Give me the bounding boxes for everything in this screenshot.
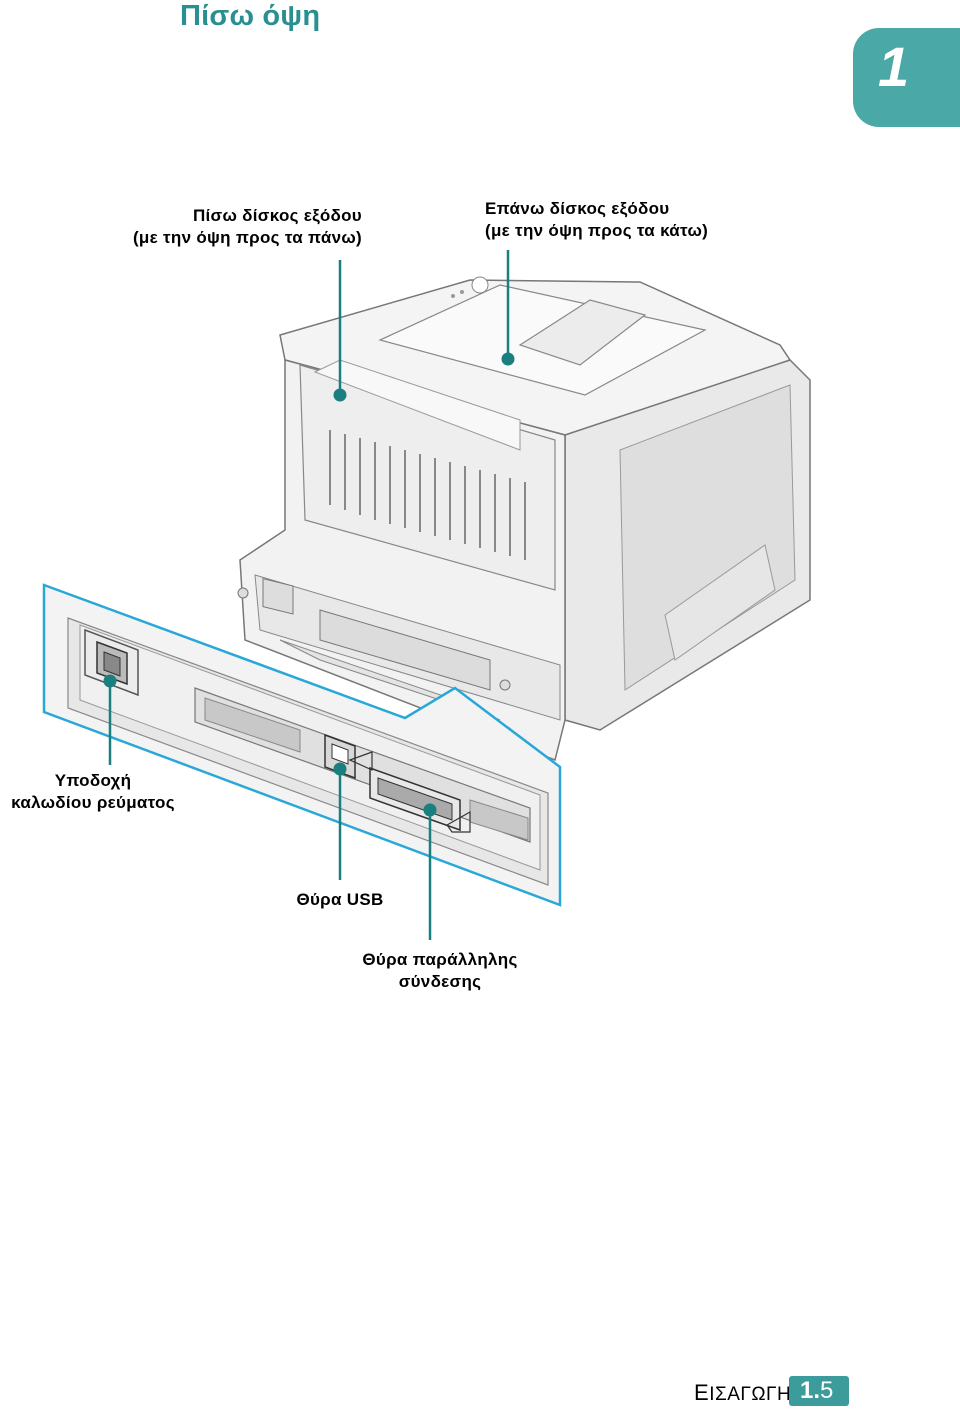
callout-power-receptacle: Υποδοχή καλωδίου ρεύματος [11,771,175,812]
page-number: 1.5 [800,1377,834,1404]
chapter-tab [853,28,960,127]
page-number-box [789,1376,849,1406]
callout-dot [103,352,515,817]
callout-top-output-tray: Επάνω δίσκος εξόδου (με την όψη προς τα … [485,199,709,240]
printer-illustration [42,250,811,940]
chapter-number: 1 [878,35,910,98]
callout-parallel-port: Θύρα παράλληλης σύνδεσης [362,950,518,991]
callout-usb-port: Θύρα USB [296,890,384,909]
callout-rear-output-tray: Πίσω δίσκος εξόδου (με την όψη προς τα π… [132,206,362,247]
footer-section-title: ΕΙΣΑΓΩΓΗ [694,1380,792,1405]
page-title: Πίσω όψη [180,0,321,32]
